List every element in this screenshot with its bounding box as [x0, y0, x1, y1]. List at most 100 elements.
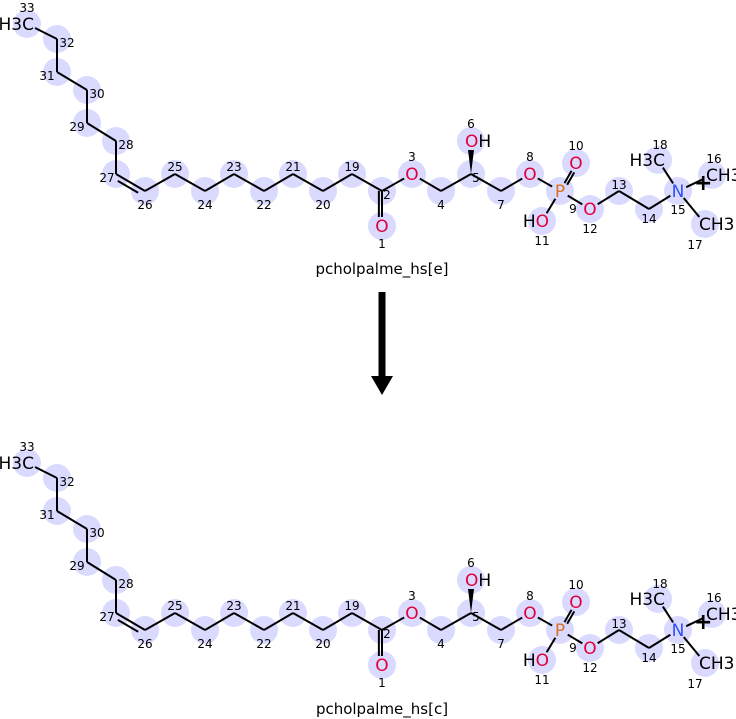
atom-number: 23 [226, 160, 241, 174]
atom-number: 7 [497, 637, 505, 651]
atom-number: 33 [19, 440, 34, 454]
bond [537, 616, 553, 627]
bond [470, 173, 502, 192]
atom-number: 27 [99, 171, 114, 185]
bond [117, 179, 139, 194]
positive-charge: + [694, 171, 712, 196]
bond [86, 561, 117, 581]
atom-number: 11 [534, 234, 549, 248]
atom-number: 8 [526, 150, 534, 164]
atom-highlight [576, 634, 604, 662]
atom-number: 15 [670, 203, 685, 217]
atom-number: 24 [197, 198, 212, 212]
atom-number: 15 [670, 642, 685, 656]
bond [419, 177, 442, 192]
atom-number: 18 [652, 577, 667, 591]
bond [545, 198, 557, 214]
atom-number: 16 [706, 152, 721, 166]
bond [597, 190, 620, 206]
bond [34, 27, 58, 40]
atom-number: 10 [568, 139, 583, 153]
atom-number: 28 [118, 577, 133, 591]
atom-number: 3 [408, 150, 416, 164]
atom-number: 33 [19, 1, 34, 15]
bond [292, 173, 324, 192]
bond [381, 177, 405, 192]
atom-number: 29 [69, 120, 84, 134]
bond [204, 612, 235, 631]
bond [419, 616, 442, 631]
bond [662, 167, 674, 184]
wedge-bond [468, 589, 474, 613]
bond [648, 633, 671, 649]
atom-number: 21 [285, 160, 300, 174]
atom-number: 32 [59, 36, 74, 50]
atom-number: 20 [315, 637, 330, 651]
atom-number: 22 [256, 198, 271, 212]
atom-number: 1 [378, 676, 386, 690]
bond [500, 177, 523, 192]
bond [440, 612, 472, 631]
atom-highlight [528, 207, 556, 235]
atom-number: 6 [467, 117, 475, 131]
atom-number: 21 [285, 599, 300, 613]
atom-number: 10 [568, 578, 583, 592]
atom-label-11: HO [523, 212, 549, 232]
atom-label-16: CH3 [706, 166, 736, 186]
bond [144, 612, 176, 631]
bond [56, 510, 88, 530]
bond [204, 173, 235, 192]
atom-number: 13 [611, 617, 626, 631]
bond [563, 609, 573, 623]
reactant-caption: pcholpalme_hs[e] [315, 260, 449, 278]
bond [351, 173, 383, 192]
atom-highlight [562, 588, 590, 616]
bond [351, 612, 383, 631]
atom-label-8: O [523, 165, 536, 185]
bond [233, 612, 265, 631]
atom-highlight [516, 599, 544, 627]
atom-number: 24 [197, 637, 212, 651]
atom-label-16: CH3 [706, 605, 736, 625]
atom-highlight [398, 599, 426, 627]
atom-highlight [398, 160, 426, 188]
bond [662, 606, 674, 623]
atom-number: 22 [256, 637, 271, 651]
bond [545, 637, 557, 653]
bond [685, 616, 705, 628]
atom-highlight [13, 10, 41, 38]
bond [500, 616, 523, 631]
atom-number: 20 [315, 198, 330, 212]
bond [86, 122, 117, 142]
atom-label-18: H3C [630, 151, 665, 171]
atom-label-15: N [672, 182, 685, 202]
atom-number: 26 [137, 198, 152, 212]
atom-number: 4 [437, 198, 445, 212]
atom-number: 29 [69, 559, 84, 573]
atom-label-9: P [555, 182, 565, 202]
bond [682, 197, 701, 218]
bond [381, 616, 405, 631]
bond [537, 177, 553, 188]
atom-number: 14 [641, 651, 656, 665]
reaction-arrow-head [371, 376, 393, 395]
atom-number: 23 [226, 599, 241, 613]
bond [292, 612, 324, 631]
atom-number: 26 [137, 637, 152, 651]
atom-label-1: O [375, 217, 388, 237]
atom-highlight [368, 212, 396, 240]
atom-number: 19 [344, 160, 359, 174]
product-molecule: O12O345OH67O8P9O10HO11O121314N15CH316CH3… [0, 440, 736, 691]
atom-label-6: OH [465, 571, 491, 591]
product-caption: pcholpalme_hs[c] [315, 700, 449, 718]
atom-number: 31 [39, 508, 54, 522]
atom-number: 18 [652, 138, 667, 152]
atom-number: 30 [89, 87, 104, 101]
atom-number: 1 [378, 237, 386, 251]
atom-highlight [698, 161, 726, 189]
bond [597, 629, 620, 645]
atom-highlight [562, 149, 590, 177]
atom-number: 5 [472, 610, 480, 624]
atom-highlight [457, 127, 485, 155]
atom-number: 25 [167, 160, 182, 174]
